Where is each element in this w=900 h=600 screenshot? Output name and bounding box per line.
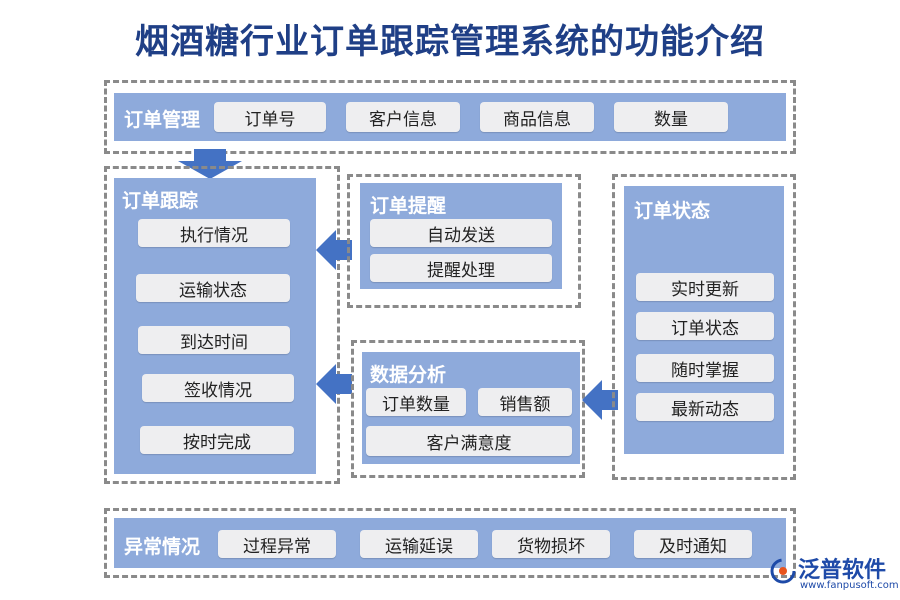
arrow-left-icon	[316, 230, 352, 270]
order-management-panel: 订单管理 订单号 客户信息 商品信息 数量	[114, 93, 786, 141]
logo-url: www.fanpusoft.com	[800, 580, 899, 591]
chip-arrival-time: 到达时间	[138, 326, 290, 354]
exceptions-frame	[104, 508, 796, 578]
chip-latest-updates: 最新动态	[636, 393, 774, 421]
logo-icon	[770, 558, 796, 584]
arrow-down-icon	[178, 149, 242, 179]
data-analysis-label: 数据分析	[370, 364, 447, 386]
page-title: 烟酒糖行业订单跟踪管理系统的功能介绍	[135, 22, 765, 62]
chip-realtime-update: 实时更新	[636, 273, 774, 301]
order-reminder-label: 订单提醒	[370, 195, 447, 217]
chip-product-info: 商品信息	[480, 102, 594, 132]
order-reminder-frame	[347, 174, 581, 308]
chip-goods-damage: 货物损坏	[492, 530, 610, 558]
logo-name: 泛普软件	[798, 558, 887, 583]
chip-transport-delay: 运输延误	[360, 530, 478, 558]
arrow-left-icon	[316, 364, 352, 404]
data-analysis-frame	[351, 340, 585, 478]
chip-satisfaction: 客户满意度	[366, 426, 572, 456]
chip-on-time: 按时完成	[140, 426, 294, 454]
order-status-panel: 订单状态 实时更新 订单状态 随时掌握 最新动态	[624, 186, 784, 454]
order-tracking-panel: 订单跟踪 执行情况 运输状态 到达时间 签收情况 按时完成	[114, 178, 316, 474]
chip-signoff: 签收情况	[142, 374, 294, 402]
chip-transport-status: 运输状态	[136, 274, 290, 302]
exceptions-label: 异常情况	[124, 536, 201, 558]
data-analysis-panel: 数据分析 订单数量 销售额 客户满意度	[362, 352, 580, 464]
chip-reminder-handling: 提醒处理	[370, 254, 552, 282]
chip-sales: 销售额	[478, 388, 572, 416]
order-tracking-label: 订单跟踪	[122, 190, 199, 212]
arrow-left-icon	[582, 380, 618, 420]
brand-logo: 泛普软件 www.fanpusoft.com	[770, 552, 899, 598]
chip-auto-send: 自动发送	[370, 219, 552, 247]
chip-order-status: 订单状态	[636, 312, 774, 340]
chip-quantity: 数量	[614, 102, 728, 132]
chip-order-count: 订单数量	[366, 388, 466, 416]
chip-order-number: 订单号	[214, 102, 326, 132]
chip-customer-info: 客户信息	[346, 102, 460, 132]
order-reminder-panel: 订单提醒 自动发送 提醒处理	[360, 183, 562, 289]
chip-timely-notice: 及时通知	[634, 530, 752, 558]
exceptions-panel: 异常情况 过程异常 运输延误 货物损坏 及时通知	[114, 518, 786, 568]
order-tracking-frame	[104, 166, 340, 484]
chip-always-informed: 随时掌握	[636, 354, 774, 382]
order-management-frame	[104, 80, 796, 154]
order-status-frame	[612, 174, 796, 480]
order-status-label: 订单状态	[634, 200, 711, 222]
chip-process-exception: 过程异常	[218, 530, 336, 558]
order-management-label: 订单管理	[124, 109, 201, 131]
chip-execution: 执行情况	[138, 219, 290, 247]
